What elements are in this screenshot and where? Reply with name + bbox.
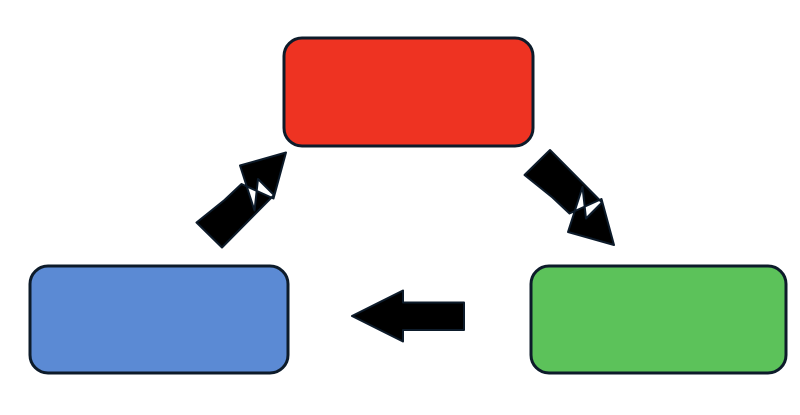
arrow-green-to-blue[interactable]	[351, 289, 465, 343]
arrow-red-to-green[interactable]	[523, 149, 615, 246]
node-blue-shape[interactable]	[28, 264, 290, 375]
node-blue[interactable]	[28, 264, 290, 375]
node-green-shape[interactable]	[529, 264, 788, 375]
arrow-blue-to-red[interactable]	[195, 151, 287, 249]
node-green[interactable]	[529, 264, 788, 375]
node-red-shape[interactable]	[282, 36, 535, 148]
node-red[interactable]	[282, 36, 535, 148]
